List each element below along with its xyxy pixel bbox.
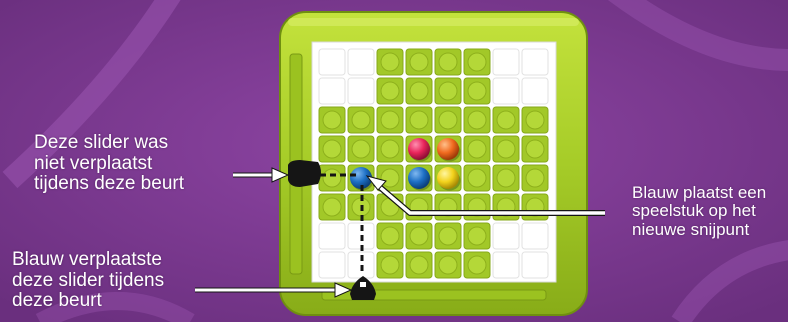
board-hole xyxy=(352,198,370,216)
yellow-piece xyxy=(437,167,459,189)
blue-piece xyxy=(408,167,430,189)
board-hole xyxy=(468,227,486,245)
board-hole xyxy=(439,82,457,100)
board-hole xyxy=(381,227,399,245)
board-hole xyxy=(497,140,515,158)
board-cell xyxy=(493,223,519,249)
board-hole xyxy=(468,198,486,216)
board-hole xyxy=(381,140,399,158)
board-hole xyxy=(439,53,457,71)
orange-piece xyxy=(437,138,459,160)
board-hole xyxy=(468,82,486,100)
label-line: Blauw plaatst een xyxy=(632,184,766,202)
board-hole xyxy=(410,111,428,129)
board-hole xyxy=(352,140,370,158)
board-hole xyxy=(526,111,544,129)
board-cell xyxy=(493,78,519,104)
game-board xyxy=(278,10,589,317)
board-cell xyxy=(522,223,548,249)
blue-piece xyxy=(350,167,372,189)
label-slider-not-moved: Deze slider was niet verplaatst tijdens … xyxy=(34,133,184,195)
label-line: niet verplaatst xyxy=(34,154,184,175)
label-piece-placed: Blauw plaatst een speelstuk op het nieuw… xyxy=(632,184,766,239)
board-cell xyxy=(348,49,374,75)
board-hole xyxy=(439,198,457,216)
board-hole xyxy=(323,140,341,158)
board-cell xyxy=(348,78,374,104)
board-hole xyxy=(468,169,486,187)
board-cell xyxy=(348,252,374,278)
label-line: deze beurt xyxy=(12,291,164,312)
board-cell xyxy=(522,78,548,104)
board-hole xyxy=(439,256,457,274)
board-hole xyxy=(497,169,515,187)
label-slider-moved: Blauw verplaatste deze slider tijdens de… xyxy=(12,250,164,312)
label-line: Deze slider was xyxy=(34,133,184,154)
board-hole xyxy=(439,227,457,245)
label-line: deze slider tijdens xyxy=(12,271,164,292)
board-hole xyxy=(497,111,515,129)
label-line: Blauw verplaatste xyxy=(12,250,164,271)
board-cell xyxy=(493,49,519,75)
board-cell xyxy=(319,78,345,104)
board-cell xyxy=(493,252,519,278)
board-hole xyxy=(323,198,341,216)
board-hole xyxy=(323,111,341,129)
board-cell xyxy=(522,49,548,75)
board-hole xyxy=(439,111,457,129)
board-hole xyxy=(381,53,399,71)
board-hole xyxy=(410,256,428,274)
label-line: speelstuk op het xyxy=(632,202,766,220)
board-cell xyxy=(319,223,345,249)
board-hole xyxy=(410,53,428,71)
board-cell xyxy=(319,252,345,278)
board-hole xyxy=(381,169,399,187)
board-hole xyxy=(381,198,399,216)
board-graphic xyxy=(278,10,589,317)
board-cell xyxy=(522,252,548,278)
board-hole xyxy=(468,111,486,129)
board-cell xyxy=(319,49,345,75)
label-line: tijdens deze beurt xyxy=(34,174,184,195)
board-hole xyxy=(497,198,515,216)
label-line: nieuwe snijpunt xyxy=(632,221,766,239)
board-cell xyxy=(348,223,374,249)
board-hole xyxy=(410,82,428,100)
board-hole xyxy=(468,256,486,274)
board-hole xyxy=(468,140,486,158)
board-hole xyxy=(323,169,341,187)
board-hole xyxy=(526,140,544,158)
red-piece xyxy=(408,138,430,160)
board-hole xyxy=(526,169,544,187)
board-hole xyxy=(381,111,399,129)
board-hole xyxy=(381,82,399,100)
board-hole xyxy=(410,227,428,245)
board-hole xyxy=(410,198,428,216)
board-hole xyxy=(352,111,370,129)
board-hole xyxy=(468,53,486,71)
board-hole xyxy=(381,256,399,274)
board-hole xyxy=(526,198,544,216)
